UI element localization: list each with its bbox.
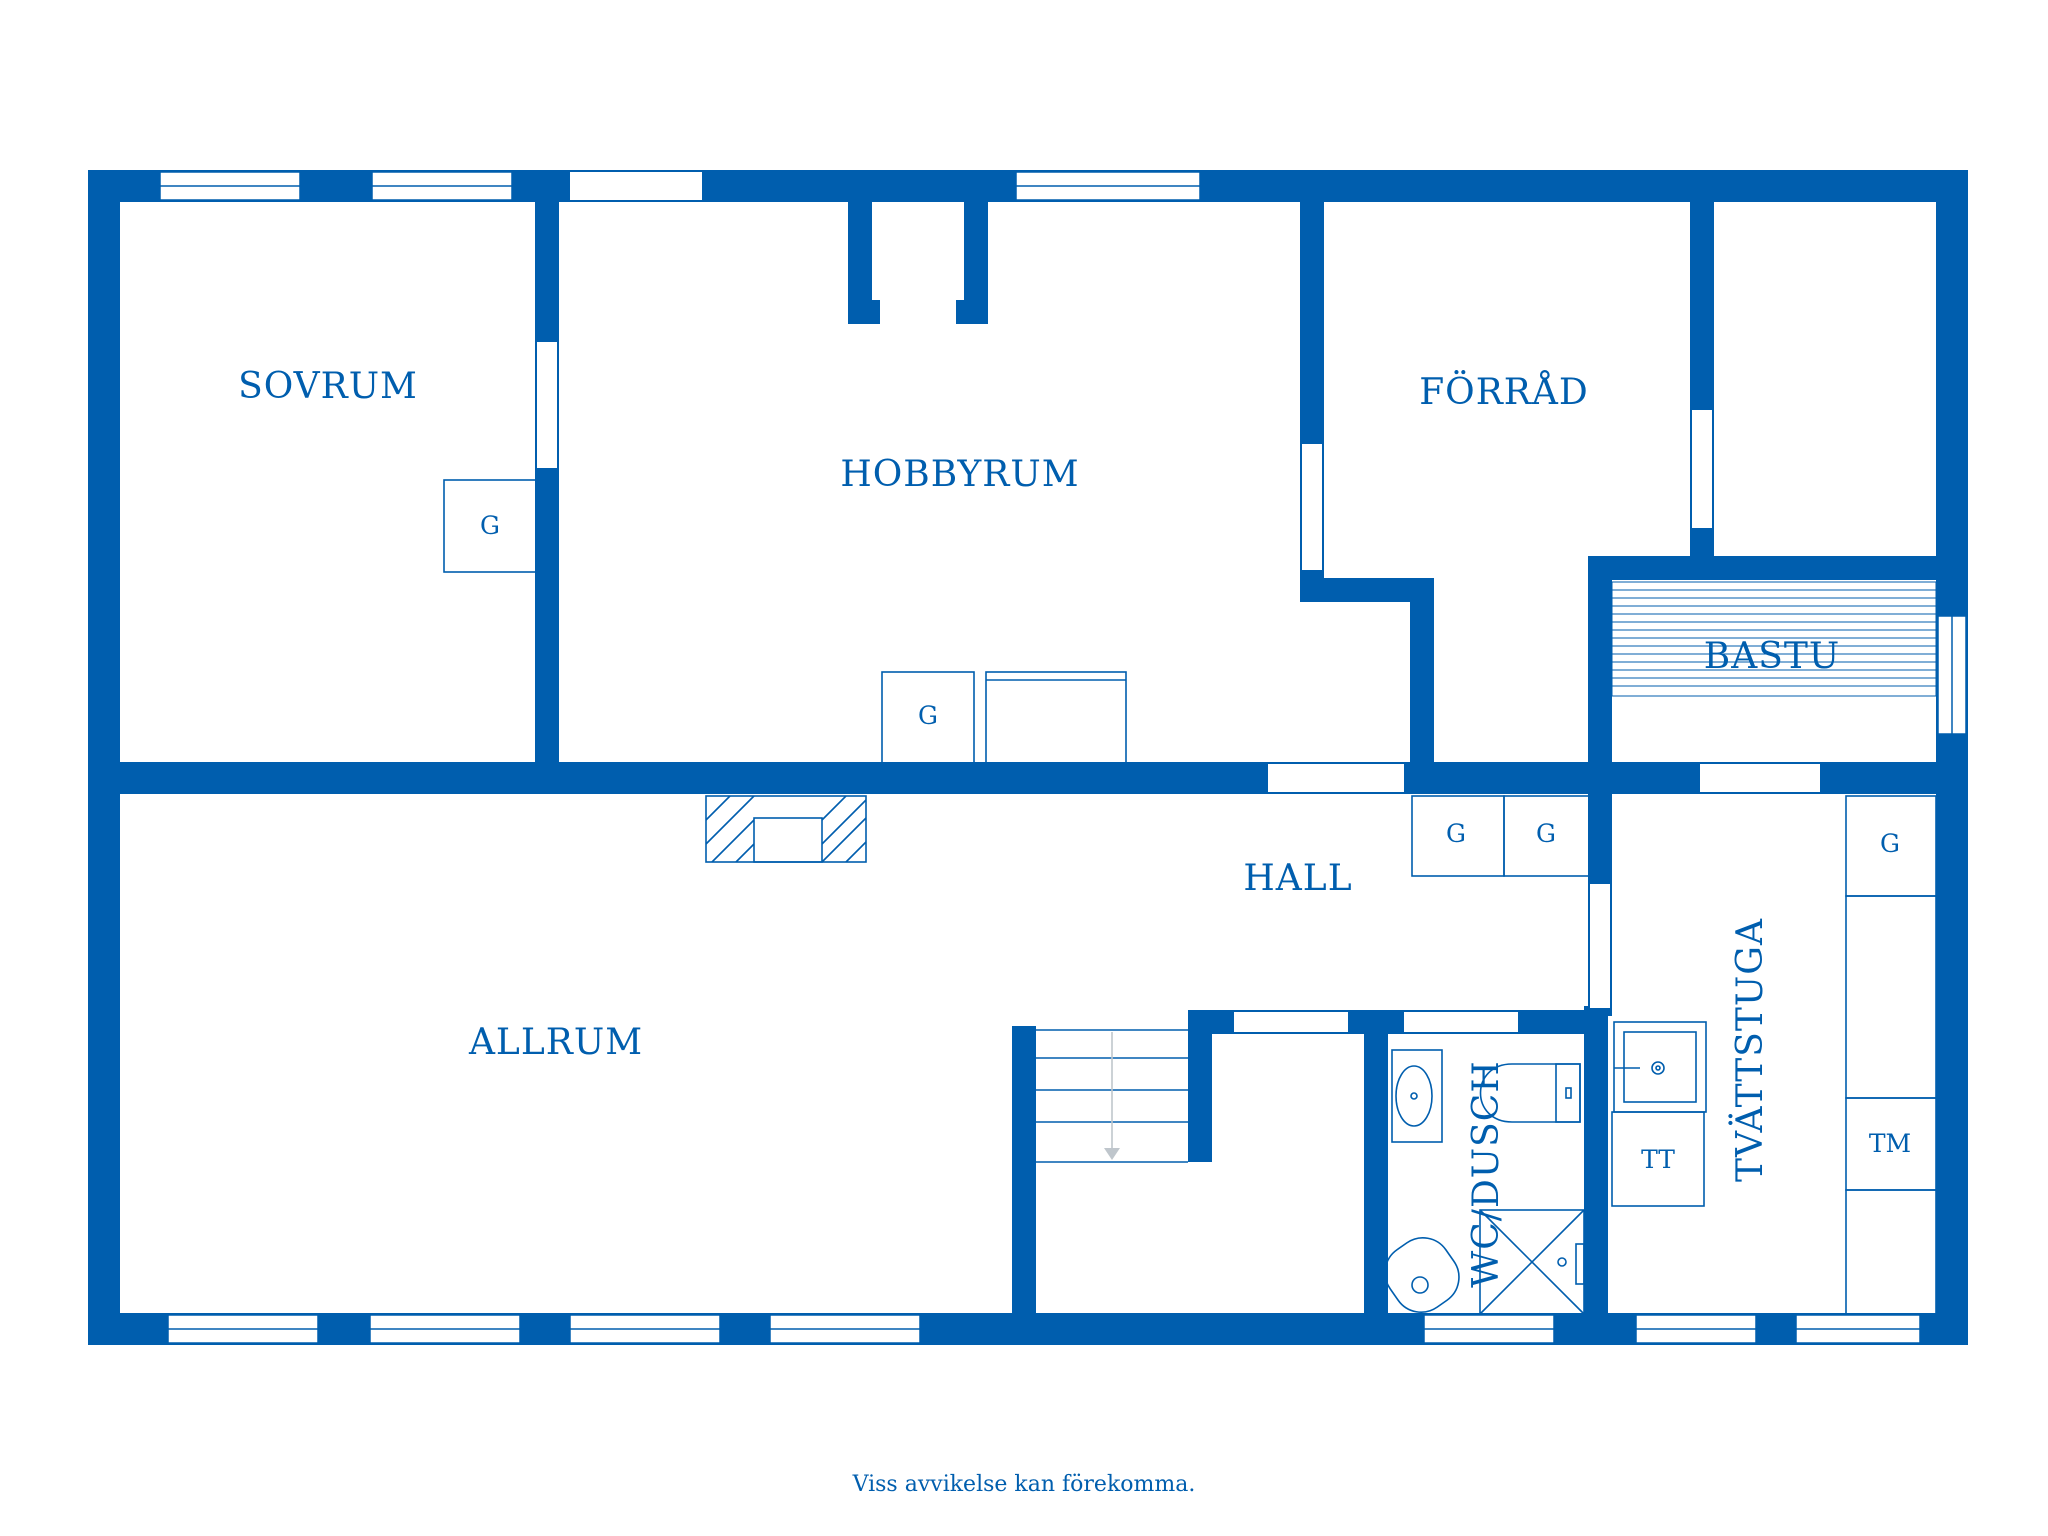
- label-allrum: ALLRUM: [468, 1022, 643, 1063]
- counter-tvatt: [1845, 895, 1937, 1099]
- door-side: [1692, 410, 1712, 528]
- label-bastu: BASTU: [1704, 636, 1840, 677]
- disclaimer-note: Viss avvikelse kan förekomma.: [852, 1472, 1196, 1497]
- fireplace-icon: [705, 795, 867, 863]
- wall-stairs-left: [1012, 1026, 1036, 1326]
- label-g-sovrum: G: [480, 511, 500, 540]
- label-sovrum: SOVRUM: [238, 366, 418, 407]
- shower-icon: [1479, 1209, 1585, 1315]
- door-forrad: [1302, 444, 1322, 570]
- label-hobbyrum: HOBBYRUM: [840, 454, 1079, 495]
- g-box-hall-2: [1503, 795, 1591, 877]
- door-tvatt: [1590, 884, 1610, 1008]
- walls: [88, 170, 1968, 1345]
- door-wc: [1404, 1012, 1518, 1032]
- bathtub-icon: [1479, 1063, 1581, 1123]
- room-labels: SOVRUM HOBBYRUM FÖRRÅD BASTU HALL ALLRUM…: [238, 366, 1840, 1288]
- outer-wall-left: [88, 170, 120, 1345]
- wall-forrad-step-v: [1410, 578, 1434, 788]
- label-g-hobbyrum: G: [918, 701, 938, 730]
- wall-wc-left: [1364, 1010, 1388, 1326]
- openings: [159, 171, 1967, 1344]
- bastu-benches: [1611, 581, 1937, 697]
- wall-middle: [96, 762, 1946, 794]
- door-hobbyrum-hall: [1268, 764, 1404, 792]
- wall-bastu-top: [1588, 556, 1948, 580]
- wc-sink-icon: [1391, 1049, 1443, 1143]
- chimney-right: [964, 170, 988, 324]
- stairs: [1036, 1029, 1188, 1163]
- label-g-tvatt: G: [1880, 829, 1900, 858]
- label-g-hall-2: G: [1536, 819, 1556, 848]
- chimney-opening: [880, 300, 956, 324]
- door-stairs: [1234, 1012, 1348, 1032]
- label-tt: TT: [1641, 1145, 1675, 1174]
- g-box-hobbyrum: [881, 671, 975, 765]
- label-tvattstuga: TVÄTTSTUGA: [1729, 918, 1771, 1182]
- counter-tvatt-bottom: [1845, 1189, 1937, 1315]
- outer-wall-right: [1936, 170, 1968, 1345]
- door-bastu: [1700, 764, 1820, 792]
- fixtures: [443, 479, 1937, 1315]
- bench-hobbyrum: [985, 671, 1127, 765]
- label-forrad: FÖRRÅD: [1419, 371, 1589, 413]
- utility-sink-icon: [1613, 1021, 1707, 1113]
- wall-sovrum-hobbyrum: [535, 170, 559, 786]
- door-sovrum: [537, 342, 557, 468]
- tt-box: [1611, 1111, 1705, 1207]
- label-wc-dusch: WC/DUSCH: [1466, 1060, 1507, 1287]
- label-tm: TM: [1869, 1129, 1911, 1158]
- wc-toilet-icon: [1384, 1237, 1460, 1313]
- label-hall: HALL: [1243, 858, 1352, 899]
- window-top-3: [570, 172, 702, 200]
- wall-wc-tvatt: [1584, 1006, 1608, 1326]
- stairs-arrow-icon: [1104, 1148, 1120, 1160]
- fixture-labels: G G G G G TT TM: [480, 511, 1911, 1174]
- label-g-hall-1: G: [1446, 819, 1466, 848]
- chimney-left: [848, 170, 872, 324]
- g-box-sovrum: [443, 479, 537, 573]
- wall-stairs-step: [1188, 1010, 1212, 1162]
